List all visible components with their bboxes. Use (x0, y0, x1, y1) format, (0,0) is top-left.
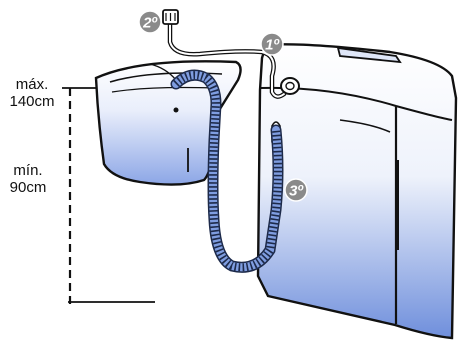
sink (94, 60, 242, 186)
sink-drain-icon (173, 107, 179, 113)
hose-connector-icon (280, 77, 300, 95)
sink-water-line (111, 86, 215, 93)
drain-hose-icon (170, 69, 284, 273)
inlet-hose (167, 21, 287, 99)
sink-wall-line (149, 63, 177, 81)
step-3-label: 3º (289, 183, 304, 200)
control-panel (336, 46, 402, 64)
step-1-badge: 1º (260, 32, 284, 56)
sink-basin (94, 60, 242, 186)
step-2-label: 2º (142, 15, 158, 32)
step-2-badge: 2º (138, 10, 162, 34)
lid-line (339, 119, 391, 133)
step-1-label: 1º (265, 37, 280, 54)
machine-body (256, 43, 458, 340)
max-height-label: máx. 140cm (2, 76, 62, 110)
min-height-label: mín. 90cm (2, 162, 54, 196)
min-height-label-line2: 90cm (9, 179, 47, 196)
max-height-label-line1: máx. (15, 76, 49, 93)
step-3-badge: 3º (284, 178, 308, 202)
min-height-label-line1: mín. (13, 162, 43, 179)
faucet-icon (162, 9, 179, 25)
max-height-label-line2: 140cm (9, 93, 55, 110)
